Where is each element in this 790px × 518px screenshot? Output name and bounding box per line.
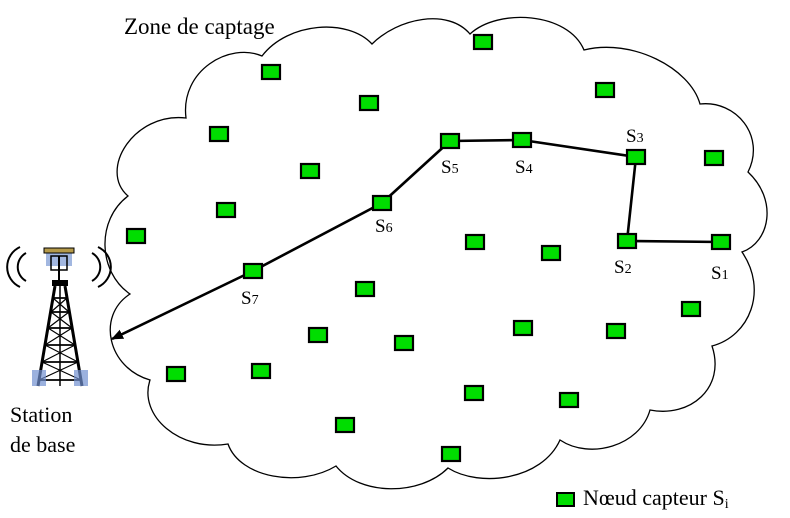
sensor-node xyxy=(165,365,187,383)
sensor-node xyxy=(307,326,329,344)
label-s1: S1 xyxy=(711,263,729,284)
sensor-node-s3 xyxy=(625,148,647,166)
sensor-nodes-layer xyxy=(125,33,732,463)
legend: Nœud capteur Si xyxy=(556,485,729,513)
zone-title: Zone de captage xyxy=(124,14,275,39)
sensor-node xyxy=(703,149,725,167)
sensor-node xyxy=(299,162,321,180)
label-s5: S5 xyxy=(441,157,459,178)
legend-text: Nœud capteur S xyxy=(583,485,725,510)
sensor-node xyxy=(558,391,580,409)
label-s6: S6 xyxy=(375,216,393,237)
sensor-node xyxy=(334,416,356,434)
sensor-node-s2 xyxy=(616,232,638,250)
sensor-node xyxy=(358,94,380,112)
sensor-node xyxy=(512,319,534,337)
sensor-node xyxy=(393,334,415,352)
sensor-node xyxy=(472,33,494,51)
legend-subscript: i xyxy=(724,497,729,512)
sensor-node xyxy=(605,322,627,340)
sensor-node xyxy=(540,244,562,262)
base-station-tower-icon xyxy=(6,246,112,387)
sensing-zone-cloud xyxy=(104,16,768,490)
sensor-node-s1 xyxy=(710,233,732,251)
sensor-node xyxy=(464,233,486,251)
sensor-node xyxy=(250,362,272,380)
routing-arrow-to-base xyxy=(111,269,254,341)
label-s7: S7 xyxy=(241,288,259,309)
sensor-node-s7 xyxy=(242,262,264,280)
sensor-node xyxy=(215,201,237,219)
label-s4: S4 xyxy=(515,157,533,178)
base-station-label: Station de base xyxy=(10,400,75,460)
base-station-label-line2: de base xyxy=(10,432,76,457)
sensor-node xyxy=(594,81,616,99)
base-station-label-line1: Station xyxy=(10,402,73,427)
sensor-node xyxy=(463,384,485,402)
label-s2: S2 xyxy=(614,257,632,278)
legend-node-swatch xyxy=(556,491,575,507)
legend-label: Nœud capteur Si xyxy=(583,485,729,513)
sensor-node xyxy=(208,125,230,143)
sensor-node-s4 xyxy=(511,131,533,149)
sensor-node-s5 xyxy=(439,132,461,150)
sensor-node-s6 xyxy=(371,194,393,212)
sensor-node xyxy=(125,227,147,245)
sensor-node xyxy=(680,300,702,318)
sensor-node xyxy=(440,445,462,463)
label-s3: S3 xyxy=(626,126,644,147)
sensor-node xyxy=(354,280,376,298)
sensor-node xyxy=(260,63,282,81)
